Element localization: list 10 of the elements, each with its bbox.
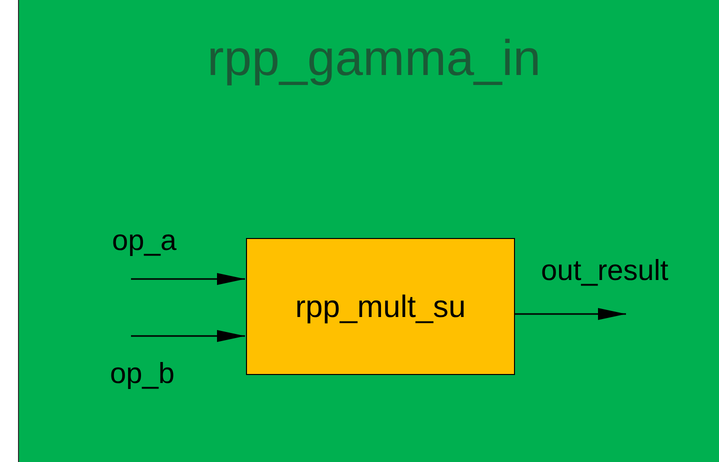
signal-label: op_a <box>112 225 177 258</box>
signal-label: op_b <box>110 358 175 391</box>
signal-arrow <box>514 308 626 320</box>
signal-arrow <box>131 273 245 285</box>
module-box <box>18 0 719 462</box>
submodule-name: rpp_mult_su <box>295 288 466 324</box>
signal-arrow <box>131 330 245 342</box>
submodule-box <box>246 238 515 375</box>
signal-label: out_result <box>541 255 668 288</box>
module-title: rpp_gamma_in <box>206 29 542 87</box>
